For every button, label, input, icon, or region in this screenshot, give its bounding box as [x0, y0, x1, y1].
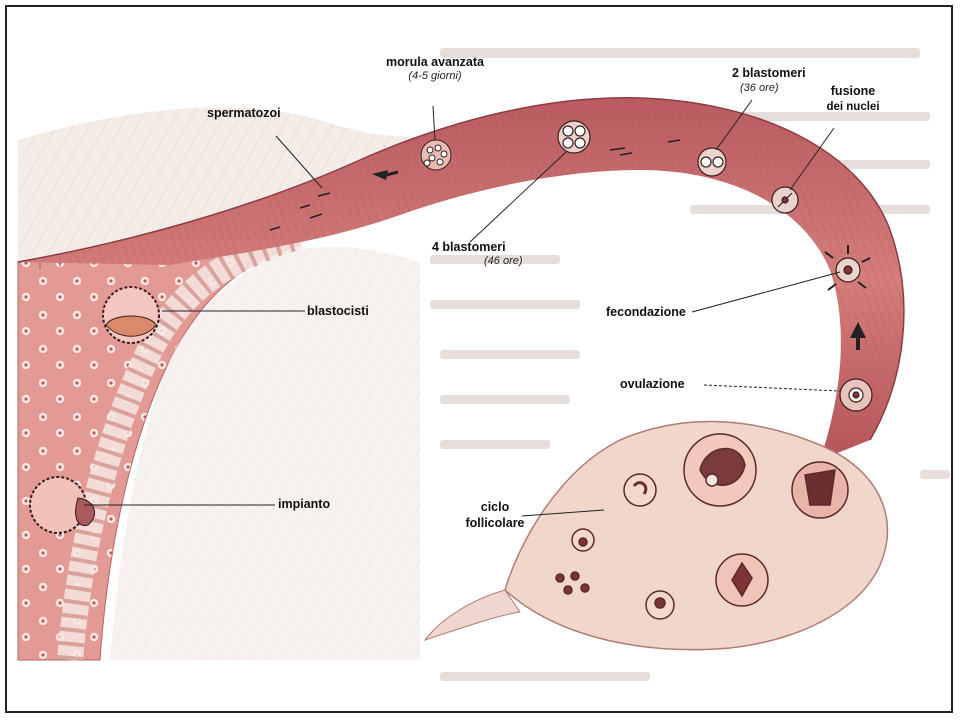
label-2-blastomeri-time: (36 ore) [740, 82, 779, 95]
stage-4-blastomeres [558, 121, 590, 153]
label-fusione: fusione [813, 84, 893, 98]
label-blastocisti: blastocisti [307, 304, 369, 318]
stage-morula [421, 140, 451, 170]
stage-oocyte-ovulation [840, 379, 872, 411]
label-follicolare: follicolare [455, 516, 535, 530]
label-ciclo: ciclo [455, 500, 535, 514]
label-fecondazione: fecondazione [606, 305, 686, 319]
label-impianto: impianto [278, 497, 330, 511]
label-4-blastomeri-time: (46 ore) [484, 255, 523, 268]
label-morula-time: (4-5 giorni) [375, 70, 495, 83]
label-morula: morula avanzata [375, 55, 495, 69]
stage-nuclear-fusion [772, 187, 798, 213]
label-ovulazione: ovulazione [620, 377, 685, 391]
label-2-blastomeri: 2 blastomeri [732, 66, 806, 80]
label-dei-nuclei: dei nuclei [813, 100, 893, 114]
stage-2-blastomeres [698, 148, 726, 176]
label-spermatozoi: spermatozoi [207, 106, 281, 120]
stage-blastocyst [103, 287, 159, 343]
label-4-blastomeri: 4 blastomeri [432, 240, 506, 254]
